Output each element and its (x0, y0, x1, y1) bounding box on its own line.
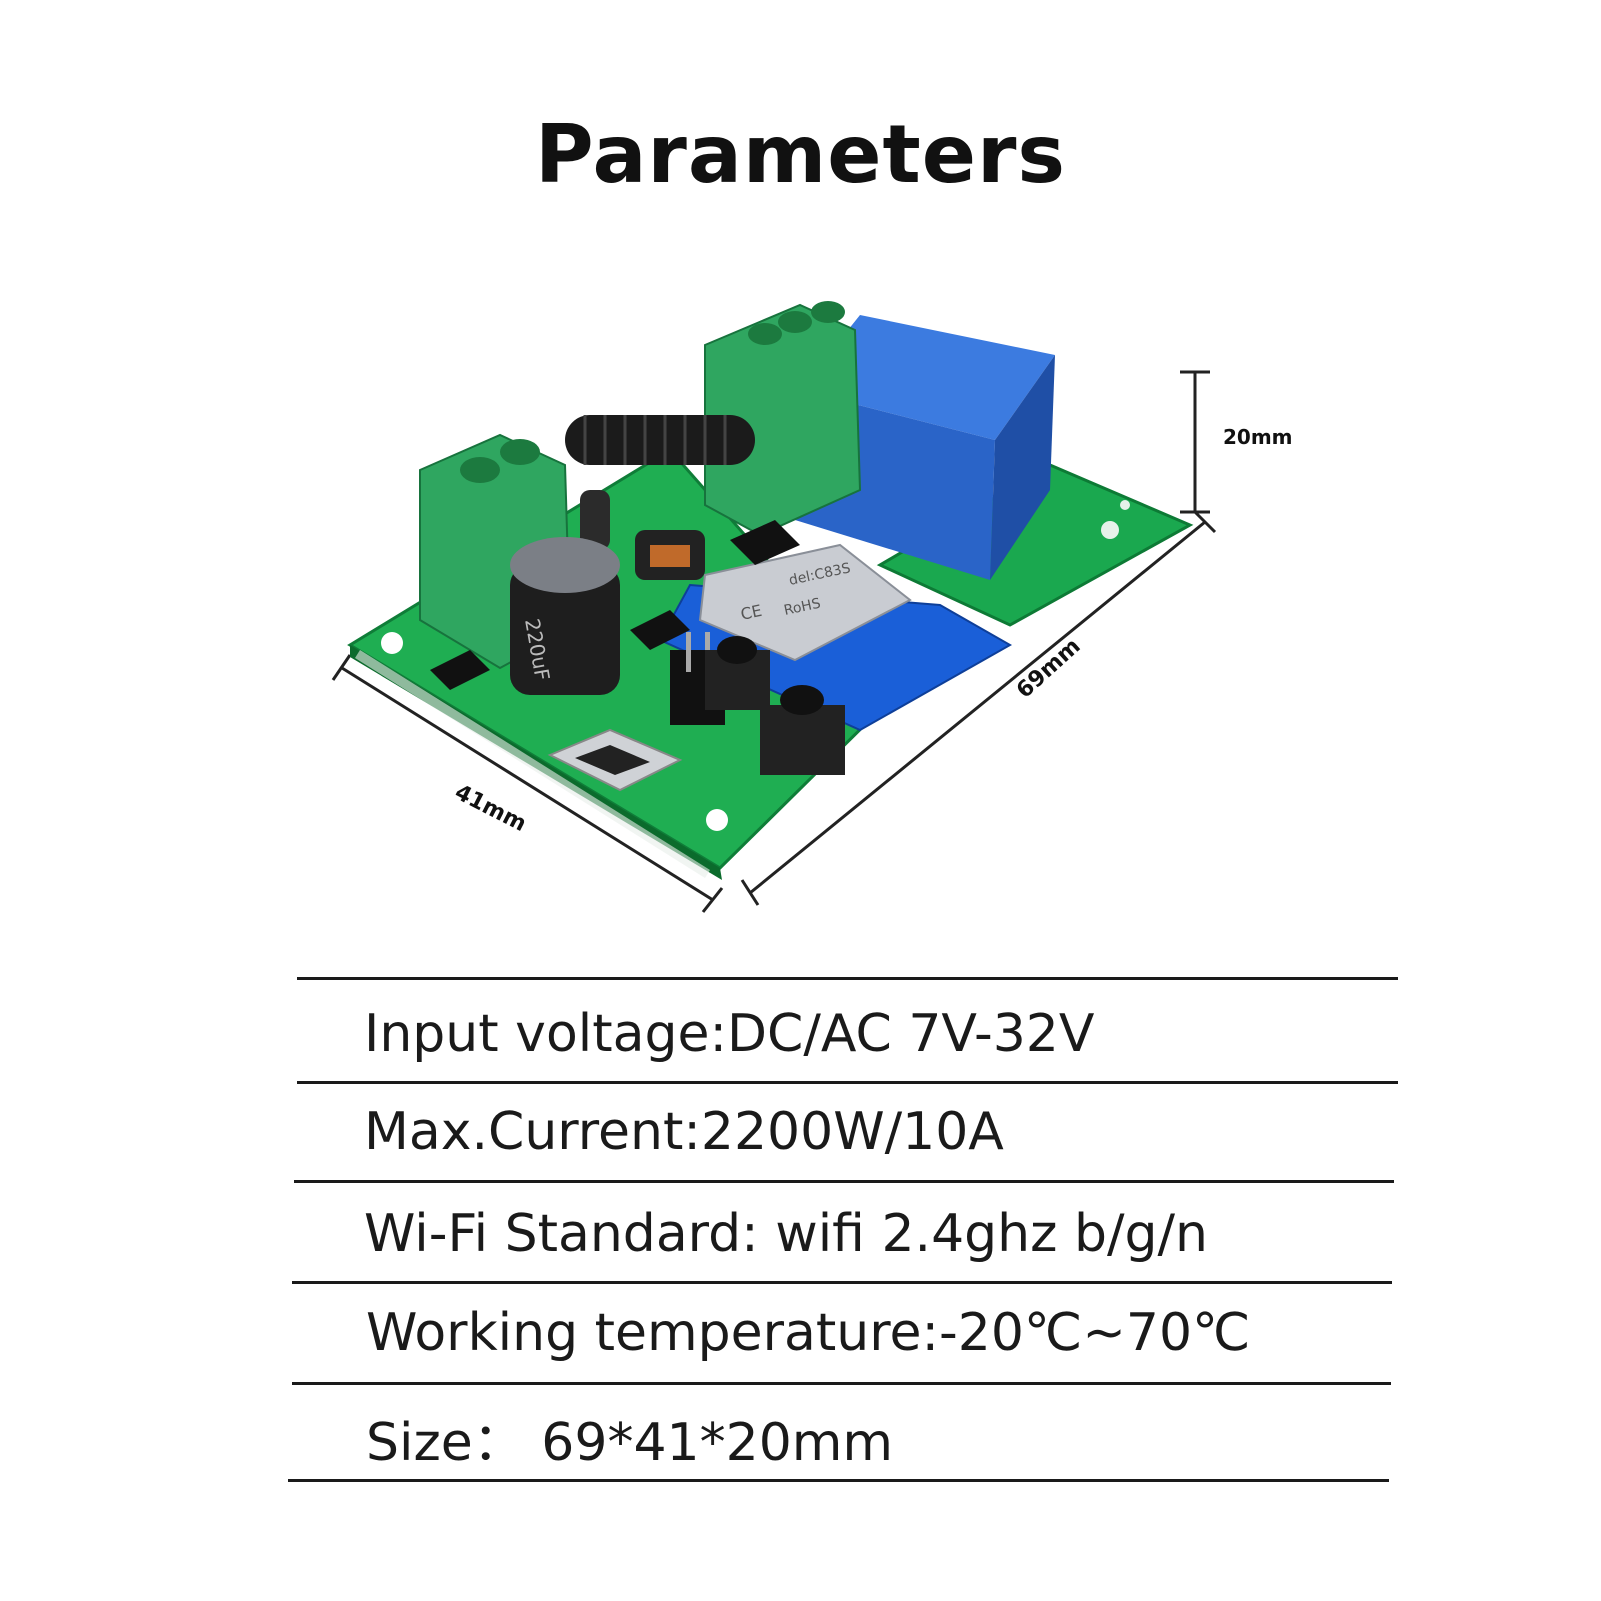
divider (297, 977, 1398, 980)
divider (292, 1382, 1391, 1385)
chip-1 (430, 650, 490, 690)
antenna-coil (565, 415, 755, 465)
ce-mark: CE (739, 601, 764, 624)
rohs-mark: RoHS (783, 596, 823, 619)
big-capacitor: 220uF (510, 537, 620, 695)
divider (297, 1081, 1398, 1084)
dimension-height-label: 20mm (1223, 425, 1293, 449)
wifi-shield (698, 543, 912, 662)
relay-board-image: CE RoHS del:C83S 220uF (331, 301, 1217, 913)
spec-wifi-standard: Wi-Fi Standard: wifi 2.4ghz b/g/n (364, 1204, 1208, 1264)
spec-input-voltage: Input voltage:DC/AC 7V-32V (364, 1004, 1095, 1064)
relay-side (990, 355, 1055, 580)
terminal-block-back (704, 303, 862, 537)
dimension-lines (331, 370, 1217, 913)
relay-top (800, 315, 1055, 440)
spec-max-current: Max.Current:2200W/10A (364, 1102, 1004, 1162)
chip-2 (630, 610, 690, 650)
spec-size: Size： 69*41*20mm (366, 1413, 894, 1473)
spec-working-temperature: Working temperature:-20℃~70℃ (366, 1303, 1251, 1363)
page-title: Parameters (534, 108, 1067, 201)
divider (292, 1281, 1392, 1284)
chip-3 (730, 520, 800, 565)
divider (288, 1479, 1389, 1482)
small-capacitor (580, 490, 610, 550)
divider (294, 1180, 1394, 1183)
tact-buttons (705, 636, 845, 775)
